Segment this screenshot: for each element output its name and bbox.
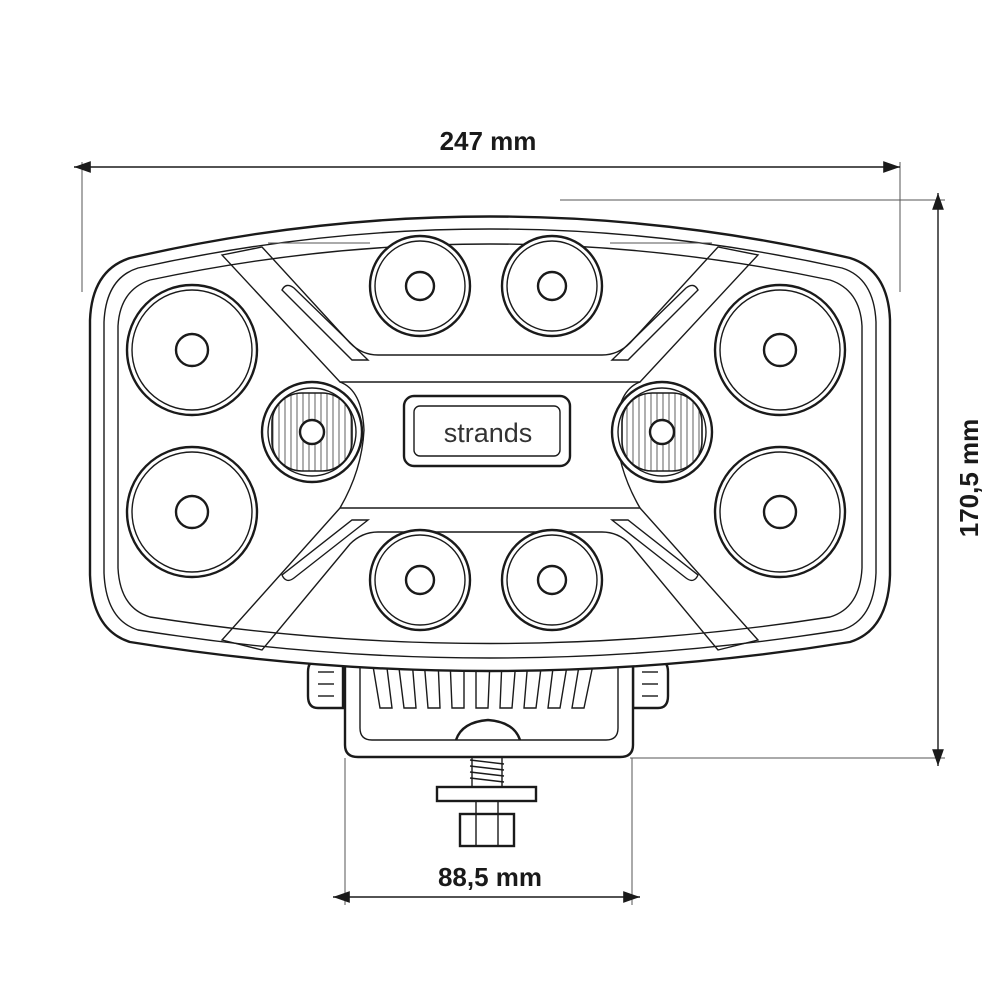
bracket-dimension: 88,5 mm (333, 758, 640, 905)
center-frame (220, 242, 760, 651)
brand-logo-text: strands (444, 418, 533, 448)
lamp-housing: strands (88, 215, 892, 673)
height-label: 170,5 mm (954, 419, 984, 538)
bottom-lenses (368, 528, 604, 632)
top-lenses (368, 234, 604, 338)
bracket-width-label: 88,5 mm (438, 862, 542, 892)
width-label: 247 mm (440, 126, 537, 156)
mounting-bracket (306, 648, 670, 848)
brand-badge: strands (402, 394, 572, 468)
right-lenses (713, 283, 847, 579)
position-lamps (260, 380, 714, 484)
left-lenses (125, 283, 259, 579)
width-dimension: 247 mm (74, 126, 901, 292)
bolt-spring (469, 758, 505, 786)
height-dimension: 170,5 mm (560, 193, 984, 766)
